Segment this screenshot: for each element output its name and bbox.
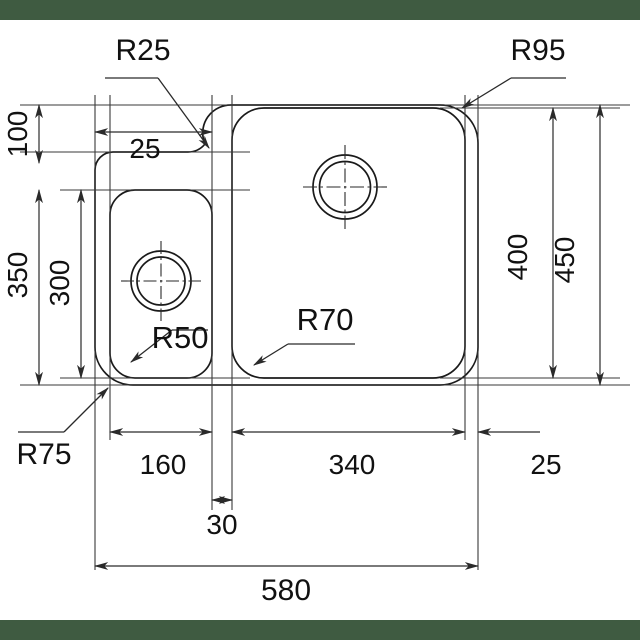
leader-lines (18, 77, 566, 433)
label-100: 100 (2, 111, 33, 158)
label-450: 450 (549, 237, 580, 284)
bottom-band (0, 620, 640, 640)
extension-lines (20, 95, 630, 570)
label-300: 300 (44, 260, 75, 307)
label-r50: R50 (152, 320, 209, 355)
right-bowl-outline (231, 107, 466, 379)
label-25-right: 25 (530, 449, 561, 480)
label-400: 400 (502, 234, 533, 281)
dimension-lines (35, 103, 604, 570)
right-drain-centerline (303, 145, 387, 229)
left-drain-centerline (121, 241, 201, 321)
label-r25: R25 (115, 34, 170, 67)
leader-r70 (253, 343, 355, 366)
label-160: 160 (140, 449, 187, 480)
label-30: 30 (206, 509, 237, 540)
dimension-labels: R25 R95 R50 R70 R75 100 25 350 300 400 4… (2, 34, 580, 607)
label-r95: R95 (510, 34, 565, 67)
label-r70: R70 (297, 302, 354, 337)
label-340: 340 (329, 449, 376, 480)
label-580: 580 (261, 574, 311, 607)
leader-r95 (461, 77, 566, 109)
leader-r50 (130, 329, 208, 363)
top-band (0, 0, 640, 20)
label-25-top: 25 (129, 133, 160, 164)
leader-r25 (105, 77, 210, 149)
label-350: 350 (2, 252, 33, 299)
label-r75: R75 (16, 438, 71, 471)
leader-r75 (18, 387, 109, 433)
